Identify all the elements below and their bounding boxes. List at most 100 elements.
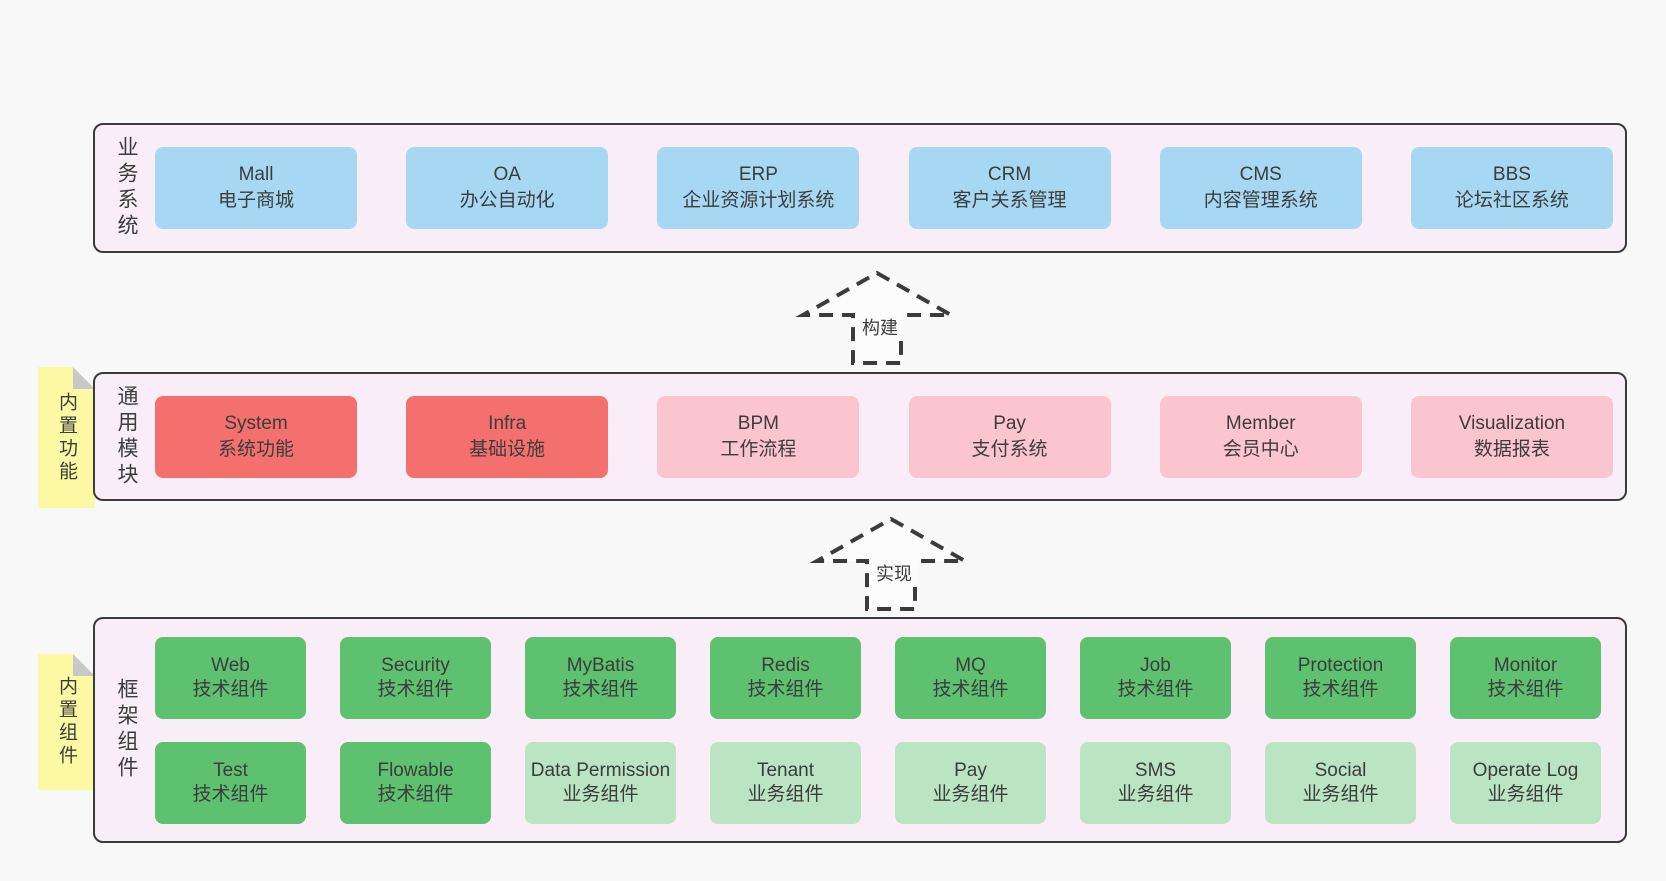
node-member: Member 会员中心 bbox=[1159, 395, 1362, 478]
framework-components-row-1: Web 技术组件 Security 技术组件 MyBatis 技术组件 Redi… bbox=[155, 636, 1601, 719]
node-subtitle: 技术组件 bbox=[192, 678, 269, 700]
node-subtitle: 技术组件 bbox=[932, 678, 1009, 700]
node-mybatis: MyBatis 技术组件 bbox=[525, 636, 676, 719]
node-title: Flowable bbox=[377, 759, 454, 781]
node-title: Visualization bbox=[1458, 412, 1566, 434]
node-title: Pay bbox=[954, 759, 987, 781]
node-title: Redis bbox=[761, 654, 810, 676]
node-monitor: Monitor 技术组件 bbox=[1450, 636, 1601, 719]
node-subtitle: 业务组件 bbox=[747, 783, 824, 805]
node-subtitle: 技术组件 bbox=[192, 783, 269, 805]
node-visualization: Visualization 数据报表 bbox=[1410, 395, 1613, 478]
node-title: Member bbox=[1225, 412, 1296, 434]
node-title: Job bbox=[1140, 654, 1171, 676]
sticky-note-builtin-components: 内置组件 bbox=[38, 654, 95, 790]
arrow-build-label: 构建 bbox=[857, 313, 903, 341]
layer-label-common-modules: 通用模块 bbox=[115, 384, 138, 489]
folded-corner-icon bbox=[73, 654, 95, 676]
node-security: Security 技术组件 bbox=[340, 636, 491, 719]
node-title: Tenant bbox=[756, 759, 815, 781]
node-subtitle: 数据报表 bbox=[1473, 438, 1550, 460]
node-subtitle: 业务组件 bbox=[1487, 783, 1564, 805]
node-sms: SMS 业务组件 bbox=[1080, 741, 1231, 824]
node-job: Job 技术组件 bbox=[1080, 636, 1231, 719]
node-subtitle: 业务组件 bbox=[932, 783, 1009, 805]
node-title: CMS bbox=[1239, 164, 1282, 185]
node-subtitle: 电子商城 bbox=[217, 190, 294, 211]
node-pay: Pay 支付系统 bbox=[908, 395, 1111, 478]
node-title: Protection bbox=[1297, 654, 1384, 676]
node-subtitle: 业务组件 bbox=[1117, 783, 1194, 805]
node-tenant: Tenant 业务组件 bbox=[710, 741, 861, 824]
node-subtitle: 办公自动化 bbox=[459, 190, 555, 211]
folded-corner-icon bbox=[73, 367, 95, 389]
node-subtitle: 技术组件 bbox=[377, 678, 454, 700]
node-data-permission: Data Permission 业务组件 bbox=[525, 741, 676, 824]
node-title: OA bbox=[493, 164, 521, 185]
node-title: CRM bbox=[987, 164, 1032, 185]
node-subtitle: 技术组件 bbox=[1117, 678, 1194, 700]
node-subtitle: 内容管理系统 bbox=[1203, 190, 1318, 211]
node-infra: Infra 基础设施 bbox=[406, 395, 609, 478]
node-title: ERP bbox=[738, 164, 778, 185]
arrow-implement-label: 实现 bbox=[871, 559, 917, 587]
node-subtitle: 工作流程 bbox=[720, 438, 797, 460]
common-modules-row: System 系统功能 Infra 基础设施 BPM 工作流程 Pay 支付系统… bbox=[155, 374, 1613, 499]
node-redis: Redis 技术组件 bbox=[710, 636, 861, 719]
sticky-note-label: 内置功能 bbox=[56, 391, 77, 484]
node-operate-log: Operate Log 业务组件 bbox=[1450, 741, 1601, 824]
node-title: Infra bbox=[488, 412, 527, 434]
node-title: Test bbox=[213, 759, 248, 781]
arrow-build: 构建 bbox=[795, 265, 965, 371]
node-mq: MQ 技术组件 bbox=[895, 636, 1046, 719]
layer-framework-components: 框架组件 Web 技术组件 Security 技术组件 MyBatis 技术组件… bbox=[93, 617, 1627, 843]
node-system: System 系统功能 bbox=[155, 395, 357, 478]
node-subtitle: 业务组件 bbox=[562, 783, 639, 805]
node-subtitle: 技术组件 bbox=[377, 783, 454, 805]
node-subtitle: 支付系统 bbox=[971, 438, 1048, 460]
layer-business-systems: 业务系统 Mall 电子商城 OA 办公自动化 ERP 企业资源计划系统 CRM… bbox=[93, 123, 1627, 253]
node-title: SMS bbox=[1134, 759, 1177, 781]
layer-label-framework-components: 框架组件 bbox=[115, 678, 138, 782]
node-bpm: BPM 工作流程 bbox=[657, 395, 860, 478]
node-title: BPM bbox=[737, 412, 779, 434]
node-title: Monitor bbox=[1493, 654, 1558, 676]
node-title: Social bbox=[1314, 759, 1367, 781]
node-title: System bbox=[224, 412, 288, 434]
node-subtitle: 技术组件 bbox=[1302, 678, 1379, 700]
node-cms: CMS 内容管理系统 bbox=[1159, 147, 1362, 229]
arrow-implement: 实现 bbox=[809, 511, 979, 617]
layer-label-business-systems: 业务系统 bbox=[115, 136, 138, 240]
node-pay-biz: Pay 业务组件 bbox=[895, 741, 1046, 824]
framework-components-rows: Web 技术组件 Security 技术组件 MyBatis 技术组件 Redi… bbox=[155, 619, 1601, 841]
node-mall: Mall 电子商城 bbox=[155, 147, 357, 229]
node-title: BBS bbox=[1492, 164, 1531, 185]
node-subtitle: 会员中心 bbox=[1222, 438, 1299, 460]
node-title: Data Permission bbox=[530, 759, 671, 781]
node-web: Web 技术组件 bbox=[155, 636, 306, 719]
node-bbs: BBS 论坛社区系统 bbox=[1410, 147, 1613, 229]
node-test: Test 技术组件 bbox=[155, 741, 306, 824]
sticky-note-builtin-features: 内置功能 bbox=[38, 367, 95, 508]
node-title: Pay bbox=[993, 412, 1026, 434]
node-flowable: Flowable 技术组件 bbox=[340, 741, 491, 824]
node-oa: OA 办公自动化 bbox=[406, 147, 609, 229]
node-subtitle: 技术组件 bbox=[1487, 678, 1564, 700]
node-subtitle: 企业资源计划系统 bbox=[682, 190, 835, 211]
node-subtitle: 论坛社区系统 bbox=[1454, 190, 1569, 211]
node-crm: CRM 客户关系管理 bbox=[908, 147, 1111, 229]
node-title: Mall bbox=[238, 164, 274, 185]
node-title: MQ bbox=[955, 654, 986, 676]
node-subtitle: 技术组件 bbox=[747, 678, 824, 700]
node-erp: ERP 企业资源计划系统 bbox=[657, 147, 860, 229]
node-social: Social 业务组件 bbox=[1265, 741, 1416, 824]
node-subtitle: 系统功能 bbox=[217, 438, 294, 460]
node-title: MyBatis bbox=[566, 654, 635, 676]
sticky-note-label: 内置组件 bbox=[56, 676, 77, 768]
node-title: Operate Log bbox=[1472, 759, 1579, 781]
node-subtitle: 技术组件 bbox=[562, 678, 639, 700]
node-subtitle: 业务组件 bbox=[1302, 783, 1379, 805]
business-systems-row: Mall 电子商城 OA 办公自动化 ERP 企业资源计划系统 CRM 客户关系… bbox=[155, 125, 1613, 251]
layer-common-modules: 通用模块 System 系统功能 Infra 基础设施 BPM 工作流程 Pay… bbox=[93, 372, 1627, 501]
node-subtitle: 客户关系管理 bbox=[952, 190, 1067, 211]
